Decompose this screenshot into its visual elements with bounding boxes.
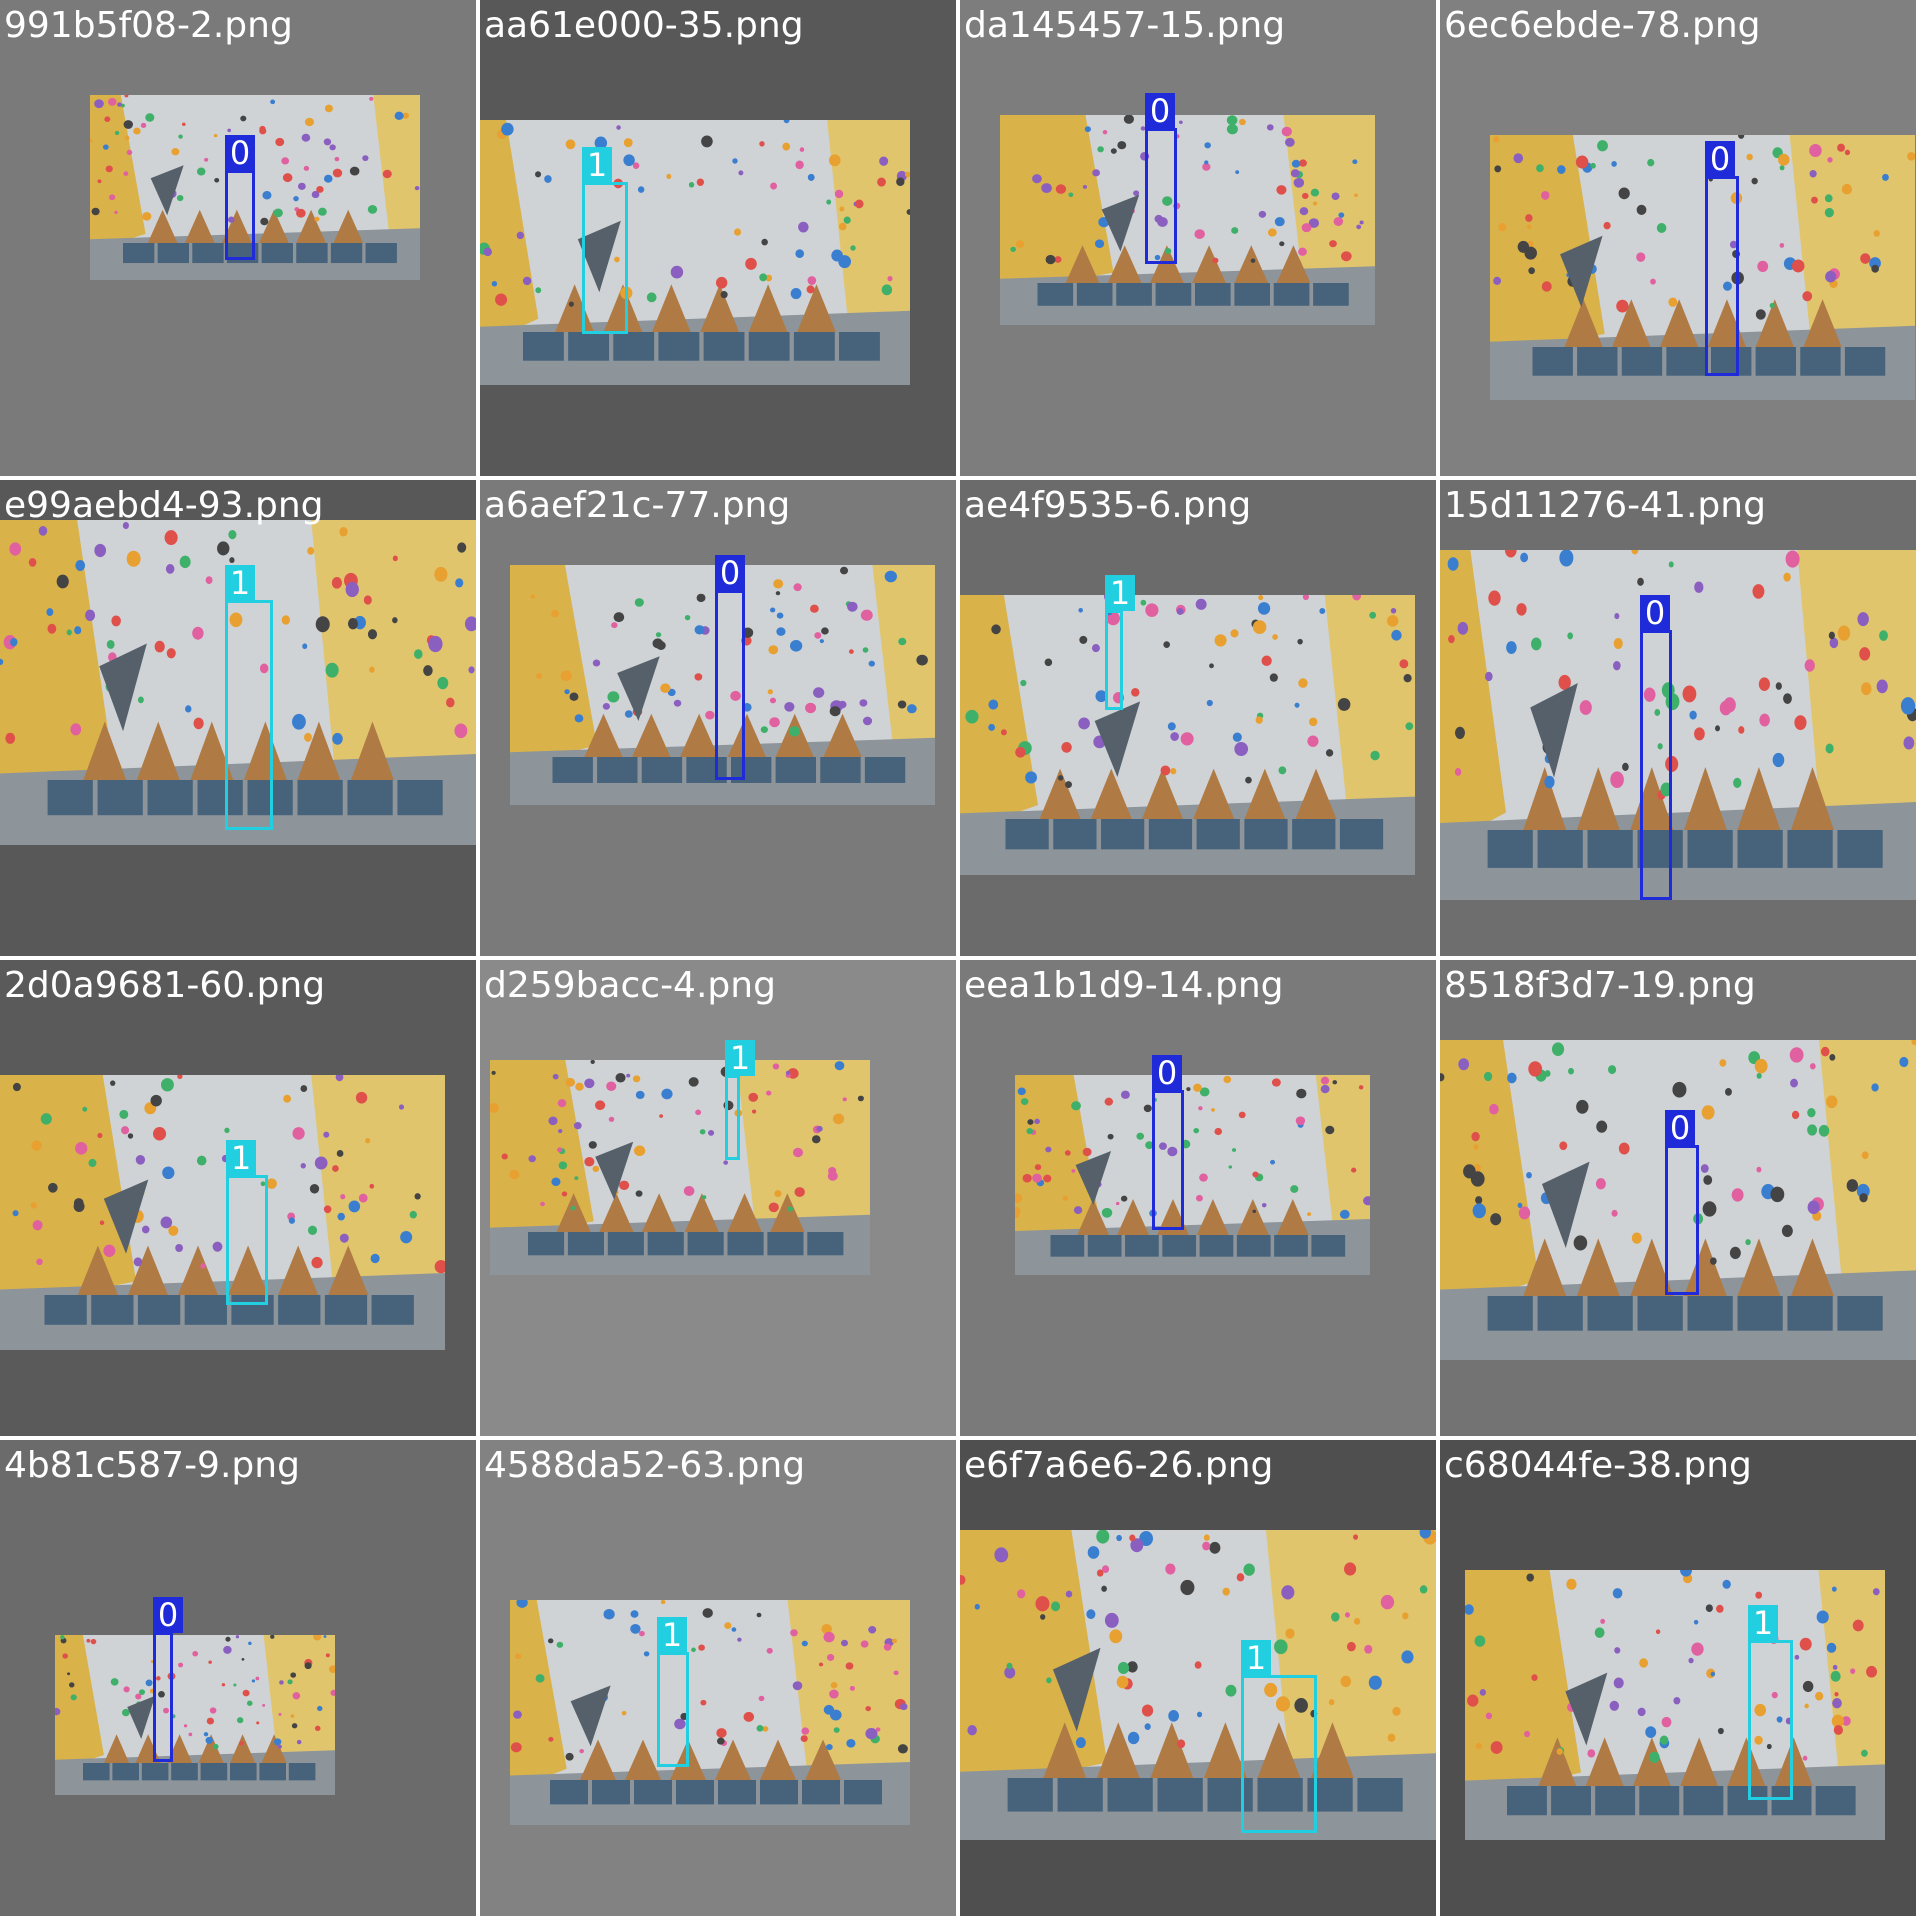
mosaic-tile: da145457-15.png 0 (960, 0, 1436, 476)
bounding-box: 1 (1105, 575, 1135, 710)
climbing-wall-photo-icon (490, 1060, 870, 1275)
mosaic-tile: e99aebd4-93.png 1 (0, 480, 476, 956)
bounding-box: 0 (225, 135, 255, 260)
climbing-wall-photo-icon (1465, 1570, 1885, 1840)
mosaic-tile: aa61e000-35.png 1 (480, 0, 956, 476)
climbing-wall-photo-icon (0, 1075, 445, 1350)
bounding-box: 0 (1705, 141, 1739, 376)
class-label: 1 (225, 565, 255, 601)
tile-filename: e99aebd4-93.png (4, 485, 324, 526)
bounding-box: 0 (1640, 595, 1672, 900)
climbing-wall-photo-icon (510, 565, 935, 805)
tile-filename: aa61e000-35.png (484, 5, 804, 46)
mosaic-tile: 991b5f08-2.png 0 (0, 0, 476, 476)
climbing-wall-photo-icon (1440, 1040, 1916, 1360)
class-label: 0 (153, 1597, 183, 1633)
climbing-wall-photo-icon (960, 1530, 1436, 1840)
tile-filename: 2d0a9681-60.png (4, 965, 326, 1006)
mosaic-tile: d259bacc-4.png 1 (480, 960, 956, 1436)
mosaic-tile: e6f7a6e6-26.png 1 (960, 1440, 1436, 1916)
class-label: 1 (657, 1617, 687, 1653)
tile-filename: c68044fe-38.png (1444, 1445, 1752, 1486)
mosaic-tile: c68044fe-38.png 1 (1440, 1440, 1916, 1916)
mosaic-tile: 4588da52-63.png 1 (480, 1440, 956, 1916)
mosaic-tile: 2d0a9681-60.png 1 (0, 960, 476, 1436)
class-label: 0 (715, 555, 745, 591)
climbing-wall-photo-icon (1000, 115, 1375, 325)
bounding-box: 1 (226, 1140, 268, 1305)
class-label: 1 (1241, 1640, 1271, 1676)
class-label: 1 (1105, 575, 1135, 611)
climbing-wall-photo-icon (480, 120, 910, 385)
climbing-wall-photo-icon (1490, 135, 1915, 400)
mosaic-tile: ae4f9535-6.png 1 (960, 480, 1436, 956)
bounding-box: 1 (1241, 1640, 1317, 1833)
mosaic-tile: a6aef21c-77.png 0 (480, 480, 956, 956)
mosaic-tile: eea1b1d9-14.png 0 (960, 960, 1436, 1436)
tile-filename: eea1b1d9-14.png (964, 965, 1284, 1006)
tile-filename: ae4f9535-6.png (964, 485, 1252, 526)
tile-filename: 4b81c587-9.png (4, 1445, 300, 1486)
class-label: 0 (1705, 141, 1735, 177)
climbing-wall-photo-icon (90, 95, 420, 280)
tile-filename: 4588da52-63.png (484, 1445, 806, 1486)
class-label: 0 (225, 135, 255, 171)
bounding-box: 0 (715, 555, 745, 780)
climbing-wall-photo-icon (510, 1600, 910, 1825)
class-label: 0 (1665, 1110, 1695, 1146)
mosaic-tile: 8518f3d7-19.png 0 (1440, 960, 1916, 1436)
tile-filename: 15d11276-41.png (1444, 485, 1766, 526)
bounding-box: 0 (1145, 93, 1177, 264)
bounding-box: 1 (657, 1617, 689, 1767)
tile-filename: d259bacc-4.png (484, 965, 776, 1006)
tile-filename: 991b5f08-2.png (4, 5, 293, 46)
tile-filename: da145457-15.png (964, 5, 1286, 46)
class-label: 1 (1748, 1605, 1778, 1641)
climbing-wall-photo-icon (960, 595, 1415, 875)
mosaic-tile: 15d11276-41.png 0 (1440, 480, 1916, 956)
tile-filename: 6ec6ebde-78.png (1444, 5, 1761, 46)
mosaic-tile: 4b81c587-9.png 0 (0, 1440, 476, 1916)
climbing-wall-photo-icon (55, 1635, 335, 1795)
climbing-wall-photo-icon (1015, 1075, 1370, 1275)
class-label: 1 (226, 1140, 256, 1176)
class-label: 0 (1145, 93, 1175, 129)
bounding-box: 1 (1748, 1605, 1793, 1800)
class-label: 0 (1640, 595, 1670, 631)
bounding-box: 0 (153, 1597, 183, 1762)
bounding-box: 1 (582, 147, 628, 334)
class-label: 0 (1152, 1055, 1182, 1091)
bounding-box: 0 (1665, 1110, 1699, 1295)
bounding-box: 1 (225, 565, 273, 830)
climbing-wall-photo-icon (1440, 550, 1916, 900)
class-label: 1 (725, 1040, 755, 1076)
tile-filename: e6f7a6e6-26.png (964, 1445, 1274, 1486)
bounding-box: 0 (1152, 1055, 1184, 1230)
class-label: 1 (582, 147, 612, 183)
tile-filename: a6aef21c-77.png (484, 485, 791, 526)
bounding-box: 1 (725, 1040, 755, 1160)
mosaic-tile: 6ec6ebde-78.png 0 (1440, 0, 1916, 476)
tile-filename: 8518f3d7-19.png (1444, 965, 1756, 1006)
